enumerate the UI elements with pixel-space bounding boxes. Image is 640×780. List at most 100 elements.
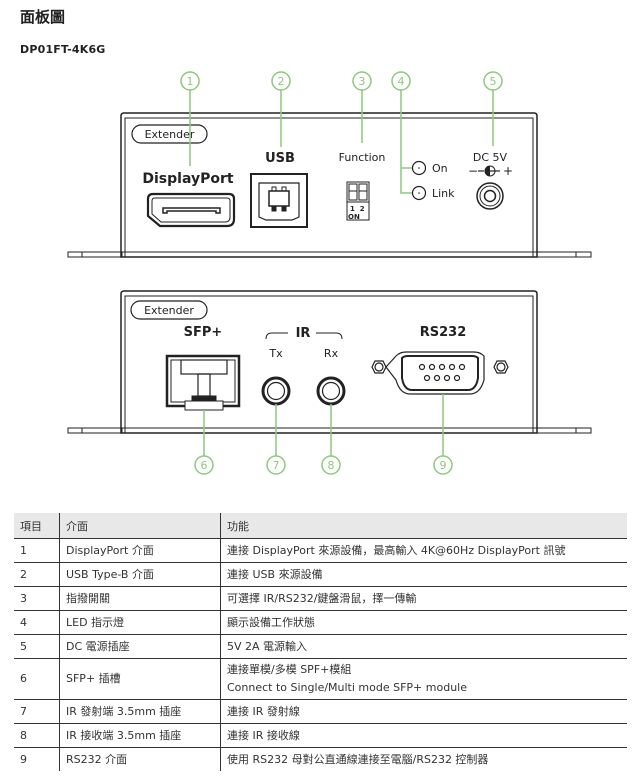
function-label: Function	[339, 151, 386, 164]
callout-3: 3	[359, 75, 366, 88]
rx-label: Rx	[324, 347, 339, 360]
rear-extender-badge	[130, 300, 208, 320]
ir-bracket	[265, 332, 343, 340]
header-item: 項目	[14, 513, 60, 539]
dc-label: DC 5V	[473, 151, 508, 164]
callout-8: 8	[328, 459, 335, 472]
rear-callouts	[194, 394, 453, 475]
displayport-port-icon	[146, 192, 236, 228]
dc-minus-label: −	[468, 164, 478, 178]
table-row: 5 DC 電源插座 5V 2A 電源輸入	[14, 634, 627, 659]
header-interface: 介面	[59, 513, 221, 539]
callout-4: 4	[398, 75, 405, 88]
dip-numbers-label: 1 2	[350, 205, 365, 213]
cell-interface: IR 發射端 3.5mm 插座	[59, 699, 221, 724]
front-callout-numbers: 1 2 3 4 5	[187, 75, 497, 88]
led-on-label: On	[432, 162, 448, 175]
led-on-icon	[411, 160, 427, 176]
callout-2: 2	[278, 75, 285, 88]
rs232-port-icon	[371, 351, 509, 395]
cell-interface: RS232 介面	[59, 747, 221, 771]
cell-item: 4	[14, 610, 60, 635]
table-row: 6 SFP+ 插槽 連接單模/多模 SPF+模組 Connect to Sing…	[14, 658, 627, 700]
front-callouts	[180, 71, 503, 194]
tx-label: Tx	[268, 347, 283, 360]
cell-function-line2: Connect to Single/Multi mode SFP+ module	[227, 681, 467, 694]
cell-function: 使用 RS232 母對公直通線連接至電腦/RS232 控制器	[227, 752, 489, 766]
displayport-label: DisplayPort	[142, 171, 233, 187]
table-header-row: 項目 介面 功能	[14, 513, 627, 539]
cell-function: 5V 2A 電源輸入	[220, 634, 627, 659]
front-extender-badge	[131, 124, 208, 144]
table-row: 8 IR 接收端 3.5mm 插座 連接 IR 接收線	[14, 723, 627, 748]
cell-interface: DC 電源插座	[59, 634, 221, 659]
usb-label: USB	[265, 151, 295, 166]
rear-callout-numbers: 6 7 8 9	[201, 459, 447, 472]
cell-interface: USB Type-B 介面	[59, 562, 221, 587]
cell-item: 7	[14, 699, 60, 724]
sfp-label: SFP+	[184, 325, 223, 340]
callout-7: 7	[273, 459, 280, 472]
rear-right-flange	[536, 427, 592, 434]
ir-tx-jack-icon	[261, 376, 291, 406]
led-link-icon	[411, 185, 427, 201]
cell-function: 顯示設備工作狀態	[220, 610, 627, 635]
dc-jack-icon	[476, 165, 504, 210]
front-left-flange	[67, 251, 123, 258]
table-row: 3 指撥開關 可選擇 IR/RS232/鍵盤滑鼠，擇一傳輸	[14, 586, 627, 611]
cell-item: 5	[14, 634, 60, 659]
usb-b-port-icon	[250, 173, 308, 228]
cell-function-line1: 連接單模/多模 SPF+模組	[227, 663, 352, 676]
ir-rx-jack-icon	[316, 376, 346, 406]
cell-item: 1	[14, 538, 60, 563]
cell-interface: 指撥開關	[59, 586, 221, 611]
panel-diagram: Extender DisplayPort USB Function 1 2 ON…	[67, 71, 592, 475]
page-title: 面板圖	[20, 8, 66, 26]
table-row: 7 IR 發射端 3.5mm 插座 連接 IR 發射線	[14, 699, 627, 724]
dip-switch-icon	[346, 181, 370, 221]
interface-table: 項目 介面 功能 1 DisplayPort 介面 連接 DisplayPort…	[14, 513, 627, 771]
cell-interface: IR 接收端 3.5mm 插座	[59, 723, 221, 748]
table-row: 9 RS232 介面 使用 RS232 母對公直通線連接至電腦/RS232 控制…	[14, 747, 627, 771]
cell-interface: LED 指示燈	[59, 610, 221, 635]
cell-function: 連接單模/多模 SPF+模組 Connect to Single/Multi m…	[220, 658, 627, 700]
callout-6: 6	[201, 459, 208, 472]
cell-item: 9	[14, 747, 60, 771]
rear-left-flange	[67, 427, 123, 434]
front-badge-text: Extender	[145, 128, 195, 141]
dc-plus-label: +	[503, 164, 513, 178]
dip-on-label: ON	[348, 213, 360, 221]
cell-item: 3	[14, 586, 60, 611]
ir-label: IR	[296, 326, 311, 341]
front-body-outline	[120, 112, 538, 258]
header-function: 功能	[220, 513, 627, 539]
rs232-label: RS232	[420, 325, 467, 340]
table-row: 4 LED 指示燈 顯示設備工作狀態	[14, 610, 627, 635]
model-name: DP01FT-4K6G	[20, 43, 106, 56]
cell-function: 可選擇 IR/RS232/鍵盤滑鼠，擇一傳輸	[220, 586, 627, 611]
table-row: 1 DisplayPort 介面 連接 DisplayPort 來源設備，最高輸…	[14, 538, 627, 563]
cell-interface: SFP+ 插槽	[59, 658, 221, 700]
callout-1: 1	[187, 75, 194, 88]
cell-item: 2	[14, 562, 60, 587]
cell-function: 連接 IR 發射線	[220, 699, 627, 724]
sfp-port-icon	[165, 354, 241, 411]
cell-item: 8	[14, 723, 60, 748]
cell-interface: DisplayPort 介面	[59, 538, 221, 563]
callout-8-circle	[321, 455, 341, 475]
rear-body-outline	[120, 290, 538, 434]
callout-5: 5	[490, 75, 497, 88]
front-right-flange	[536, 251, 592, 258]
callout-7-circle	[266, 455, 286, 475]
callout-6-circle	[194, 455, 214, 475]
callout-9-circle	[433, 455, 453, 475]
front-panel	[67, 112, 592, 258]
cell-item: 6	[14, 658, 60, 700]
rear-badge-text: Extender	[144, 304, 194, 317]
callout-9: 9	[440, 459, 447, 472]
cell-function: 連接 DisplayPort 來源設備，最高輸入 4K@60Hz Display…	[220, 538, 627, 563]
cell-function: 連接 IR 接收線	[220, 723, 627, 748]
table-row: 2 USB Type-B 介面 連接 USB 來源設備	[14, 562, 627, 587]
led-link-label: Link	[432, 187, 455, 200]
rear-panel-labels: Extender SFP+ IR Tx Rx RS232	[144, 304, 466, 360]
